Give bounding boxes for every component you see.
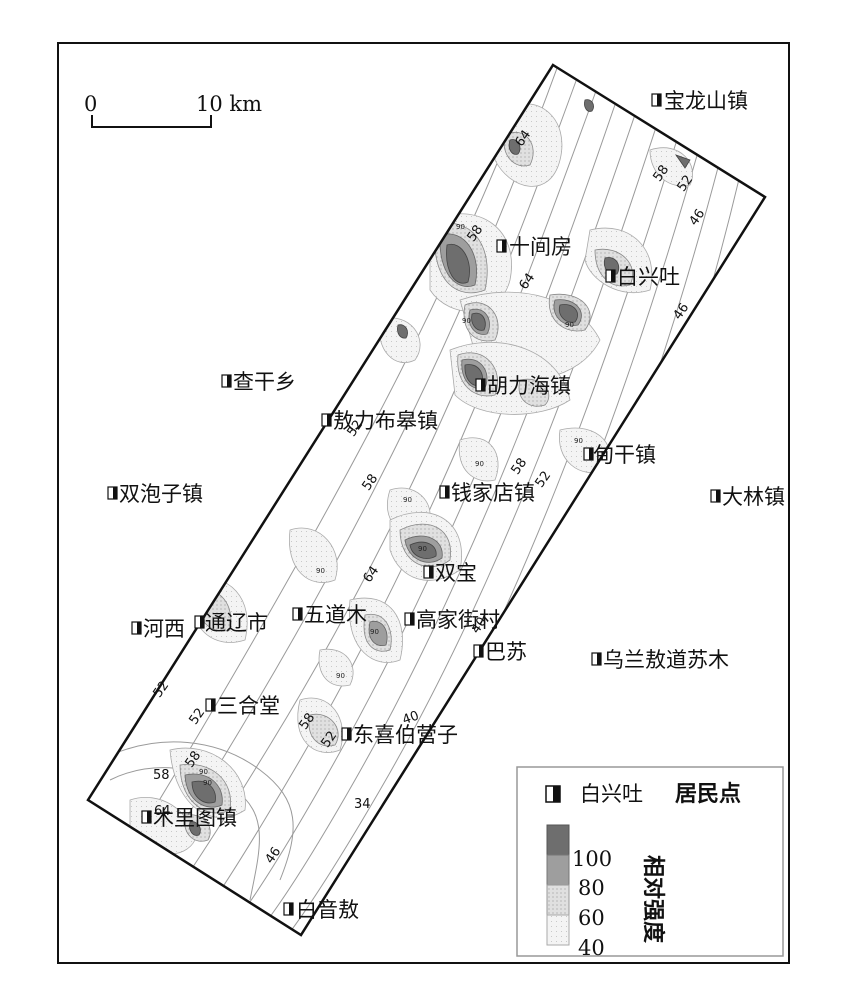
contour-label: 64 xyxy=(516,271,538,293)
legend-swatch-60 xyxy=(546,884,570,916)
svg-text:90: 90 xyxy=(475,460,484,468)
contour-label: 58 xyxy=(359,472,381,494)
legend-level-label: 60 xyxy=(578,906,605,930)
legend-swatch-40 xyxy=(546,914,570,946)
strip-outline xyxy=(86,63,767,937)
legend-swatch-100 xyxy=(546,824,570,856)
settlement-label: 三合堂 xyxy=(217,694,280,718)
contour-label: 34 xyxy=(354,797,371,812)
settlement-marker[interactable]: 敖力布皋镇 xyxy=(321,409,438,433)
settlement-marker[interactable]: 高家街村 xyxy=(404,608,500,632)
legend-level-label: 100 xyxy=(572,847,612,871)
settlement-label: 大林镇 xyxy=(722,485,785,509)
svg-text:90: 90 xyxy=(403,496,412,504)
svg-text:90: 90 xyxy=(565,321,574,329)
svg-text:90: 90 xyxy=(203,779,212,787)
settlement-marker[interactable]: 乌兰敖道苏木 xyxy=(591,648,729,672)
settlement-label: 十间房 xyxy=(509,235,572,259)
svg-text:90: 90 xyxy=(199,768,208,776)
settlements: 宝龙山镇 十间房 白兴吐 查干乡 胡力海镇 敖力布皋镇 甸干镇 双泡子镇 xyxy=(107,89,785,922)
settlement-label: 敖力布皋镇 xyxy=(333,409,438,433)
settlement-label: 河西 xyxy=(143,617,185,641)
contour-label: 58 xyxy=(508,456,530,478)
legend: 白兴吐 居民点 100 80 60 40 相对强度 xyxy=(516,766,784,960)
settlement-label: 白兴吐 xyxy=(617,265,680,289)
settlement-marker[interactable]: 五道木 xyxy=(292,603,367,627)
settlement-label: 白音敖 xyxy=(296,898,359,922)
settlement-marker[interactable]: 河西 xyxy=(131,617,185,641)
contour-label: 64 xyxy=(154,804,171,819)
scale-end-label: 10 km xyxy=(196,92,262,116)
intensity-100-patches xyxy=(189,99,691,836)
settlement-marker[interactable]: 胡力海镇 xyxy=(475,374,571,398)
settlement-marker[interactable]: 白兴吐 xyxy=(605,265,680,289)
settlement-label: 宝龙山镇 xyxy=(664,89,748,113)
settlement-label: 木里图镇 xyxy=(153,806,237,830)
settlement-marker[interactable]: 白音敖 xyxy=(283,898,359,922)
contour-label: 58 xyxy=(153,768,170,783)
settlement-label: 通辽市 xyxy=(205,611,268,635)
settlement-marker[interactable]: 东喜伯营子 xyxy=(341,723,458,747)
svg-text:90: 90 xyxy=(456,223,465,231)
settlement-label: 高家街村 xyxy=(416,608,500,632)
legend-level-label: 80 xyxy=(578,876,605,900)
legend-swatch-80 xyxy=(546,854,570,886)
svg-text:90: 90 xyxy=(574,437,583,445)
settlement-label: 五道木 xyxy=(304,603,367,627)
contour-label: 46 xyxy=(262,845,284,867)
settlement-marker[interactable]: 巴苏 xyxy=(473,640,527,664)
settlement-marker[interactable]: 十间房 xyxy=(496,235,572,259)
legend-intensity-title: 相对强度 xyxy=(640,855,666,944)
contour-label: 64 xyxy=(360,564,382,586)
svg-text:90: 90 xyxy=(336,672,345,680)
svg-text:90: 90 xyxy=(418,545,427,553)
settlement-marker[interactable]: 双泡子镇 xyxy=(107,482,203,506)
settlement-marker[interactable]: 双宝 xyxy=(423,561,477,585)
scale-start-label: 0 xyxy=(84,92,97,116)
contour-label: 52 xyxy=(532,469,554,491)
scale-bar: 0 10 km xyxy=(84,92,262,128)
legend-level-label: 40 xyxy=(578,936,605,960)
svg-text:90: 90 xyxy=(316,567,325,575)
settlement-label: 胡力海镇 xyxy=(487,374,571,398)
settlement-label: 乌兰敖道苏木 xyxy=(603,648,729,672)
svg-text:90: 90 xyxy=(462,317,471,325)
settlement-label: 巴苏 xyxy=(485,640,527,664)
settlement-marker[interactable]: 查干乡 xyxy=(221,370,296,394)
settlement-marker[interactable]: 木里图镇 xyxy=(141,806,237,830)
legend-settlement-sample: 白兴吐 xyxy=(580,782,643,806)
settlement-label: 甸干镇 xyxy=(593,443,656,467)
settlement-label: 双宝 xyxy=(435,561,477,585)
legend-settlement-item: 白兴吐 居民点 xyxy=(545,781,741,807)
settlement-marker[interactable]: 宝龙山镇 xyxy=(651,89,748,113)
contour-label: 46 xyxy=(686,207,708,229)
legend-intensity-scale: 100 80 60 40 xyxy=(546,824,612,960)
patch-value-marks: 90 90 90 90 90 90 90 90 90 90 90 90 xyxy=(199,223,583,787)
settlement-marker[interactable]: 甸干镇 xyxy=(583,443,656,467)
settlement-marker[interactable]: 大林镇 xyxy=(710,485,785,509)
settlement-label: 钱家店镇 xyxy=(451,481,535,505)
settlement-marker[interactable]: 通辽市 xyxy=(194,611,268,635)
svg-text:90: 90 xyxy=(370,628,379,636)
settlement-label: 双泡子镇 xyxy=(119,482,203,506)
settlement-label: 查干乡 xyxy=(233,370,296,394)
contour-label: 40 xyxy=(400,708,421,728)
settlement-label: 东喜伯营子 xyxy=(353,723,458,747)
settlement-marker[interactable]: 三合堂 xyxy=(205,694,280,718)
legend-settlement-title: 居民点 xyxy=(675,781,741,807)
settlement-marker[interactable]: 钱家店镇 xyxy=(439,481,535,505)
